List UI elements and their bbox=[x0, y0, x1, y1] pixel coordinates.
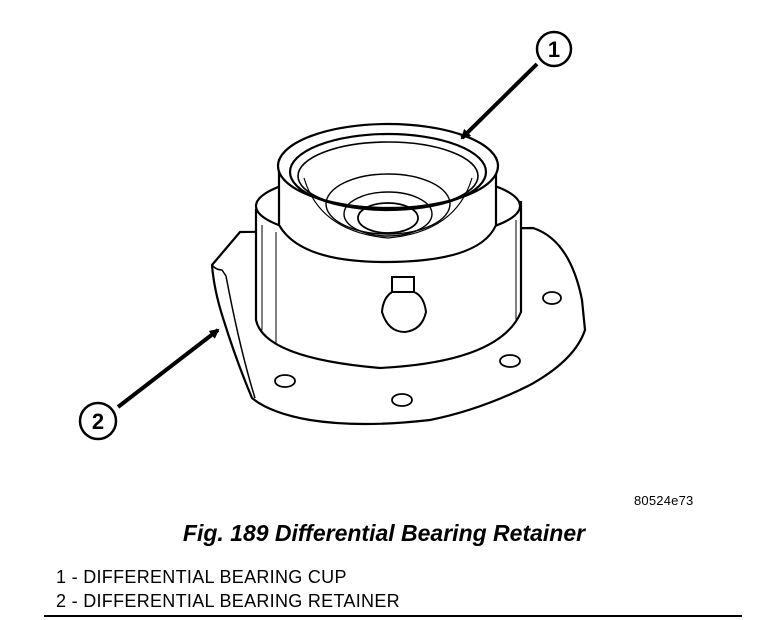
bolt-hole-2 bbox=[391, 393, 413, 407]
bolt-hole-3 bbox=[499, 354, 521, 368]
figure-caption: Fig. 189 Differential Bearing Retainer bbox=[182, 520, 586, 546]
image-code: 80524e73 bbox=[634, 493, 694, 508]
legend-item-bearing-retainer: 2 - DIFFERENTIAL BEARING RETAINER bbox=[56, 591, 400, 611]
bolt-hole-1 bbox=[274, 374, 296, 388]
legend-item-bearing-cup: 1 - DIFFERENTIAL BEARING CUP bbox=[56, 567, 347, 587]
callout-1-circle bbox=[535, 30, 573, 68]
callout-2-arrow bbox=[116, 328, 220, 409]
flange-bolt-holes bbox=[274, 291, 562, 407]
callout-1: 1 bbox=[460, 30, 573, 140]
retainer-notch bbox=[380, 276, 428, 334]
bearing-retainer-illustration: 1 2 bbox=[78, 30, 587, 441]
callout-2: 2 bbox=[78, 328, 220, 441]
callout-1-number: 1 bbox=[548, 37, 560, 62]
callout-2-number: 2 bbox=[92, 409, 104, 434]
bearing-cup bbox=[288, 132, 488, 239]
bottom-divider bbox=[44, 615, 742, 617]
callout-2-circle bbox=[78, 401, 118, 441]
bolt-hole-4 bbox=[542, 291, 562, 305]
callout-1-arrow bbox=[460, 62, 539, 140]
